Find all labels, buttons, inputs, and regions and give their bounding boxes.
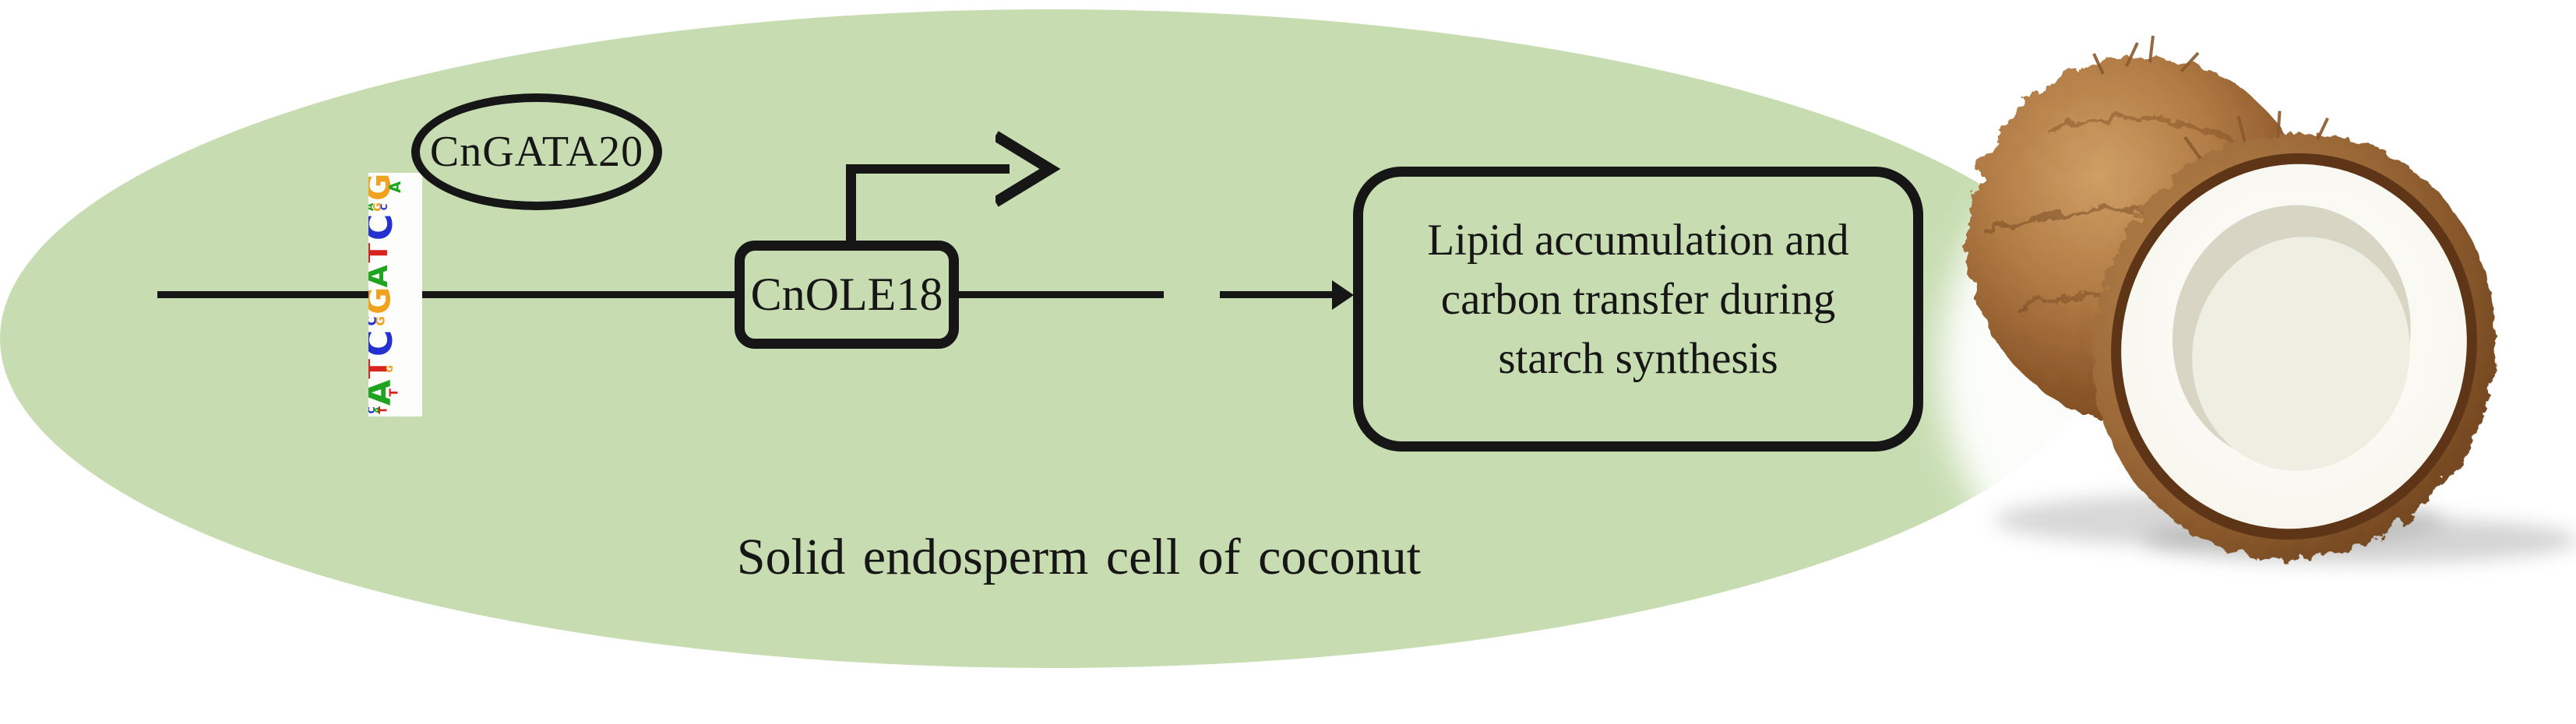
outcome-line-1: Lipid accumulation and (1427, 216, 1849, 265)
motif-position: C (368, 329, 422, 357)
motif-base-t-icon: T (386, 388, 400, 397)
motif-position: C (368, 213, 422, 241)
transcription-arrow-stem (846, 167, 856, 244)
motif-position: CG (368, 313, 422, 329)
motif-position: AGC (368, 200, 422, 214)
dna-line-left (157, 291, 738, 298)
motif-base-c-icon: C (368, 214, 402, 241)
motif-position: A (368, 265, 422, 288)
transcription-factor-ellipse: CnGATA20 (411, 93, 662, 210)
motif-base-g-icon: G (372, 316, 387, 326)
motif-position: CAT (368, 406, 422, 415)
coconut-photo (1940, 35, 2576, 654)
motif-position: GA (368, 174, 422, 201)
transcription-arrow-head-icon (996, 131, 1061, 207)
motif-base-g-icon: G (383, 364, 395, 373)
motif-base-t-icon: T (377, 406, 390, 414)
motif-position: T (368, 241, 422, 265)
motif-base-t-icon: T (368, 243, 394, 262)
transcription-arrow-bar (846, 164, 1010, 174)
motif-base-g-icon: G (368, 286, 398, 314)
motif-position: TG (368, 357, 422, 381)
motif-base-c-icon: C (379, 203, 390, 210)
effect-arrow-head-icon (1332, 280, 1354, 310)
outcome-box: Lipid accumulation and carbon transfer d… (1353, 167, 1923, 452)
transcription-factor-label: CnGATA20 (429, 128, 644, 176)
figure-caption: Solid endosperm cell of coconut (736, 529, 1422, 585)
motif-base-a-icon: A (386, 181, 404, 193)
effect-arrow-shaft (1220, 291, 1335, 298)
dna-line-right (955, 291, 1164, 298)
dna-sequence-logo: GAAGCCTAGCGCTGATCAT (368, 173, 422, 416)
motif-position: G (368, 286, 422, 314)
gene-box: CnOLE18 (735, 241, 959, 349)
motif-base-c-icon: C (368, 330, 402, 357)
motif-position: AT (368, 380, 422, 406)
half-coconut (2091, 111, 2497, 561)
motif-base-a-icon: A (368, 265, 394, 287)
gene-label: CnOLE18 (750, 269, 943, 320)
outcome-line-2: carbon transfer during (1440, 275, 1836, 324)
outcome-line-3: starch synthesis (1498, 334, 1778, 383)
